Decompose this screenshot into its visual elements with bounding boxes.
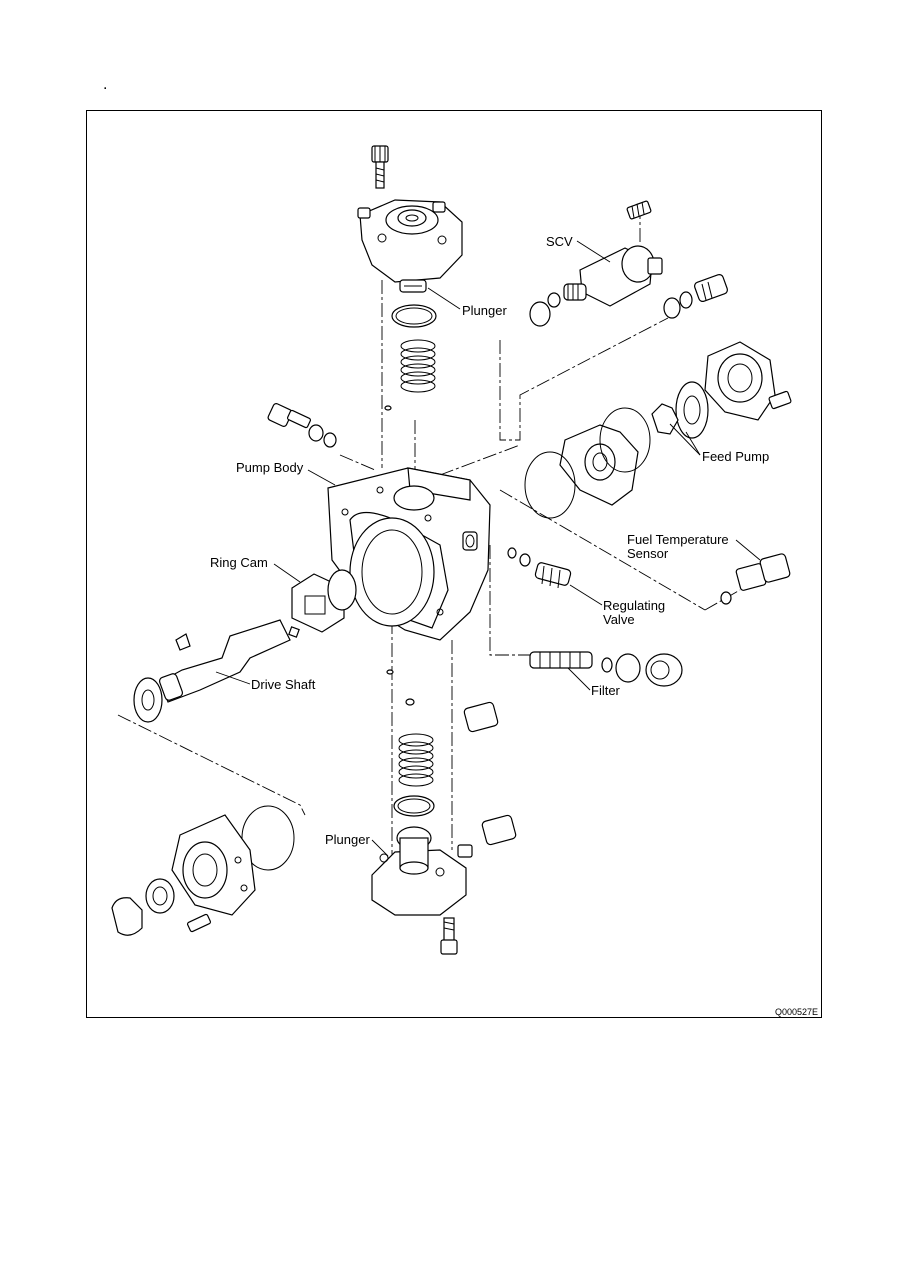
- figure-code: Q000527E: [775, 1007, 818, 1017]
- label-fuel-temperature-line1: Fuel Temperature: [627, 532, 729, 547]
- top-spring: [400, 339, 436, 393]
- shaft-washer: [133, 677, 163, 723]
- end-cap: [111, 897, 143, 936]
- filter-gasket: [615, 653, 641, 683]
- label-fuel-temperature-line2: Sensor: [627, 546, 669, 561]
- oil-seal: [145, 878, 175, 914]
- fuel-temperature-sensor: [735, 553, 791, 591]
- feed-pump-gasket: [599, 407, 651, 473]
- label-regulating-line2: Valve: [603, 612, 635, 627]
- right-top-plug: [663, 273, 728, 319]
- filter-element: [529, 651, 593, 669]
- label-regulating-line1: Regulating: [603, 598, 665, 613]
- label-pump-body: Pump Body: [236, 460, 304, 475]
- label-plunger-bottom: Plunger: [325, 832, 370, 847]
- feed-pump-plate: [559, 424, 639, 506]
- left-plug: [267, 403, 337, 448]
- delivery-pipe: [463, 701, 531, 846]
- housing-screw: [186, 913, 212, 933]
- reg-ring-1: [507, 547, 517, 559]
- top-o-ring: [391, 304, 437, 328]
- label-plunger-top: Plunger: [462, 303, 507, 318]
- pump-body: [327, 467, 491, 641]
- label-filter: Filter: [591, 683, 621, 698]
- feed-pump-cover: [704, 341, 792, 421]
- filter-plug: [645, 653, 683, 687]
- center-lines: [117, 205, 741, 870]
- feed-pump-rotors: [651, 381, 709, 439]
- scv-o-ring: [529, 301, 551, 327]
- bottom-bolt: [440, 917, 458, 955]
- filter-ring: [601, 657, 613, 673]
- scv-ring-1: [547, 292, 561, 308]
- leader-lines: [215, 240, 761, 857]
- label-drive-shaft: Drive Shaft: [251, 677, 316, 692]
- top-plunger-head: [357, 199, 463, 293]
- regulating-valve: [534, 562, 572, 589]
- sensor-o-ring: [720, 591, 732, 605]
- cam-bushing: [327, 569, 357, 611]
- drive-housing: [171, 814, 256, 916]
- label-feed-pump: Feed Pump: [702, 449, 769, 464]
- scv-valve: [563, 200, 663, 307]
- figure-frame: [86, 110, 822, 1018]
- feed-pump-o-ring: [524, 451, 576, 519]
- top-bolt: [371, 145, 389, 189]
- bottom-plunger-head: [371, 826, 473, 916]
- bottom-spring: [398, 733, 434, 787]
- reg-ring-2: [519, 553, 531, 567]
- label-scv: SCV: [546, 234, 573, 249]
- drive-shaft: [158, 619, 300, 703]
- page-bullet: .: [103, 76, 108, 93]
- label-ring-cam: Ring Cam: [210, 555, 268, 570]
